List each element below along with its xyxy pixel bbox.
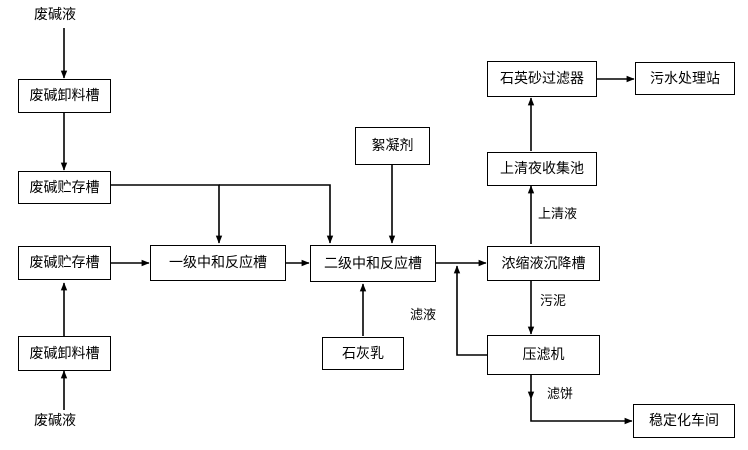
node-waste-alkali-store-bottom[interactable]: 废碱贮存槽: [18, 246, 111, 280]
inlet-label-bottom: 废碱液: [34, 413, 76, 429]
node-supernatant-collection-pool[interactable]: 上清夜收集池: [487, 152, 597, 186]
edge-filter-press-filtrate-to-settling-line: [453, 265, 487, 356]
inlet-label-top: 废碱液: [34, 7, 76, 23]
edge-label-filtrate: 滤液: [409, 308, 438, 323]
edge-store-top-to-secondary-tank: [219, 184, 334, 244]
node-waste-alkali-store-top[interactable]: 废碱贮存槽: [18, 171, 111, 204]
node-stabilization-workshop[interactable]: 稳定化车间: [633, 404, 735, 438]
edge-filter-cake-to-stabilization-workshop: [530, 399, 633, 425]
node-waste-alkali-unload-bottom[interactable]: 废碱卸料槽: [18, 336, 111, 371]
edge-store-top-to-primary-tank: [110, 184, 223, 244]
edge-label-supernatant: 上清液: [537, 207, 579, 222]
node-flocculant[interactable]: 絮凝剂: [355, 127, 430, 165]
node-wastewater-treatment-station[interactable]: 污水处理站: [635, 62, 735, 95]
edge-label-filter-cake: 滤饼: [546, 387, 575, 402]
edge-label-sludge: 污泥: [539, 294, 568, 309]
node-quartz-sand-filter[interactable]: 石英砂过滤器: [487, 61, 597, 97]
node-secondary-neutralization-tank[interactable]: 二级中和反应槽: [310, 245, 436, 282]
node-filter-press[interactable]: 压滤机: [487, 335, 600, 375]
node-waste-alkali-unload-top[interactable]: 废碱卸料槽: [18, 79, 111, 113]
node-lime-milk[interactable]: 石灰乳: [322, 337, 404, 370]
node-concentrate-settling-tank[interactable]: 浓缩液沉降槽: [487, 246, 600, 281]
node-primary-neutralization-tank[interactable]: 一级中和反应槽: [150, 245, 286, 281]
